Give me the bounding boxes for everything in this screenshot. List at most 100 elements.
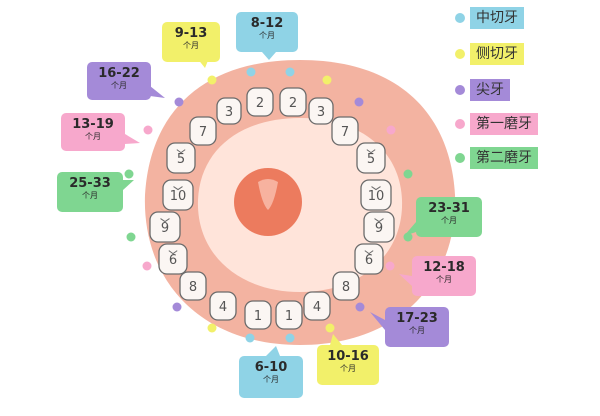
tooth-number: 9 bbox=[375, 221, 383, 236]
legend-label: 第二磨牙 bbox=[470, 147, 538, 169]
tooth-number: 1 bbox=[254, 309, 262, 324]
legend-label: 侧切牙 bbox=[470, 43, 524, 65]
bubble-range: 8-12 bbox=[250, 16, 284, 31]
bubble-unit: 个月 bbox=[259, 31, 275, 40]
indicator-dot bbox=[285, 333, 295, 343]
bubble-range: 25-33 bbox=[69, 176, 111, 191]
tooth-groove bbox=[168, 250, 178, 255]
tooth-number: 10 bbox=[368, 189, 385, 204]
lower-tooth: 8 bbox=[179, 271, 207, 301]
bubble-unit: 个月 bbox=[111, 81, 127, 90]
tooth-number: 5 bbox=[367, 152, 375, 167]
tooth-shape bbox=[356, 142, 386, 174]
indicator-dot bbox=[386, 125, 396, 135]
lower-tooth: 6 bbox=[158, 243, 188, 275]
bubble-unit: 个月 bbox=[441, 216, 457, 225]
tooth-number: 7 bbox=[341, 125, 349, 140]
upper-tooth: 7 bbox=[189, 116, 217, 146]
bubble-lower-central: 6-10 个月 bbox=[239, 356, 303, 398]
bubble-upper-central: 8-12 个月 bbox=[236, 12, 298, 52]
legend-dot bbox=[455, 49, 465, 59]
tooth-number: 6 bbox=[169, 253, 177, 268]
indicator-dot bbox=[124, 169, 134, 179]
tooth-shape bbox=[158, 243, 188, 275]
tooth-shape bbox=[166, 142, 196, 174]
tooth-shape bbox=[162, 179, 194, 211]
indicator-dot bbox=[207, 75, 217, 85]
bubble-range: 16-22 bbox=[98, 66, 140, 81]
tooth-number: 8 bbox=[342, 280, 350, 295]
lower-tooth: 4 bbox=[209, 291, 237, 321]
bubble-unit: 个月 bbox=[263, 375, 279, 384]
tooth-groove bbox=[374, 218, 384, 223]
bubble-unit: 个月 bbox=[82, 191, 98, 200]
tooth-number: 5 bbox=[177, 152, 185, 167]
tooth-number: 3 bbox=[317, 105, 325, 120]
lower-tooth: 6 bbox=[354, 243, 384, 275]
lower-tooth: 1 bbox=[244, 300, 272, 330]
bubble-range: 17-23 bbox=[396, 311, 438, 326]
tooth-groove bbox=[160, 218, 170, 223]
tooth-shape bbox=[189, 116, 217, 146]
bubble-pointer bbox=[125, 134, 140, 144]
lower-tooth: 1 bbox=[275, 300, 303, 330]
bubble-lower-canine: 17-23 个月 bbox=[385, 307, 449, 347]
bubble-pointer bbox=[370, 312, 385, 330]
indicator-dot bbox=[172, 302, 182, 312]
lower-tooth: 9 bbox=[363, 211, 395, 243]
tooth-shape bbox=[354, 243, 384, 275]
tooth-number: 9 bbox=[161, 221, 169, 236]
bubble-unit: 个月 bbox=[436, 275, 452, 284]
legend-dot bbox=[455, 153, 465, 163]
tooth-number: 3 bbox=[225, 105, 233, 120]
tooth-number: 4 bbox=[313, 300, 321, 315]
legend-dot bbox=[455, 13, 465, 23]
bubble-range: 23-31 bbox=[428, 201, 470, 216]
bubble-pointer bbox=[262, 52, 276, 60]
bubble-pointer bbox=[330, 334, 342, 345]
tooth-number: 10 bbox=[170, 189, 187, 204]
lower-tooth: 4 bbox=[303, 291, 331, 321]
indicator-dot bbox=[245, 333, 255, 343]
tooth-shape bbox=[216, 97, 242, 125]
indicator-dot bbox=[207, 323, 217, 333]
bubble-range: 10-16 bbox=[327, 349, 369, 364]
indicator-dot bbox=[126, 232, 136, 242]
tooth-shape bbox=[179, 271, 207, 301]
bubble-lower-second-molar: 23-31 个月 bbox=[416, 197, 482, 237]
tooth-number: 4 bbox=[219, 300, 227, 315]
upper-tooth: 2 bbox=[246, 87, 274, 117]
lower-tooth: 9 bbox=[149, 211, 181, 243]
tooth-shape bbox=[209, 291, 237, 321]
tooth-shape bbox=[275, 300, 303, 330]
bubble-upper-second-molar: 25-33 个月 bbox=[57, 172, 123, 212]
indicator-dot bbox=[143, 125, 153, 135]
tooth-groove bbox=[364, 250, 374, 255]
indicator-dot bbox=[285, 67, 295, 77]
tooth-shape bbox=[244, 300, 272, 330]
tooth-groove bbox=[366, 149, 376, 154]
bubble-upper-lateral: 9-13 个月 bbox=[162, 22, 220, 62]
tooth-number: 6 bbox=[365, 253, 373, 268]
indicator-dot bbox=[142, 261, 152, 271]
indicator-dots bbox=[124, 67, 413, 343]
bubble-lower-first-molar: 12-18 个月 bbox=[412, 256, 476, 296]
indicator-dot bbox=[355, 302, 365, 312]
lower-tooth: 8 bbox=[332, 271, 360, 301]
upper-tooth: 2 bbox=[279, 87, 307, 117]
tooth-groove bbox=[371, 186, 381, 191]
legend-dot bbox=[455, 85, 465, 95]
bubble-unit: 个月 bbox=[85, 132, 101, 141]
bubble-pointer bbox=[399, 274, 412, 286]
indicator-dot bbox=[403, 169, 413, 179]
bubble-range: 6-10 bbox=[254, 360, 288, 375]
bubble-lower-lateral: 10-16 个月 bbox=[317, 345, 379, 385]
tooth-shape bbox=[149, 211, 181, 243]
tooth-number: 2 bbox=[256, 96, 264, 111]
bubble-unit: 个月 bbox=[340, 364, 356, 373]
tooth-number: 2 bbox=[289, 96, 297, 111]
legend-dot bbox=[455, 119, 465, 129]
bubble-unit: 个月 bbox=[183, 41, 199, 50]
